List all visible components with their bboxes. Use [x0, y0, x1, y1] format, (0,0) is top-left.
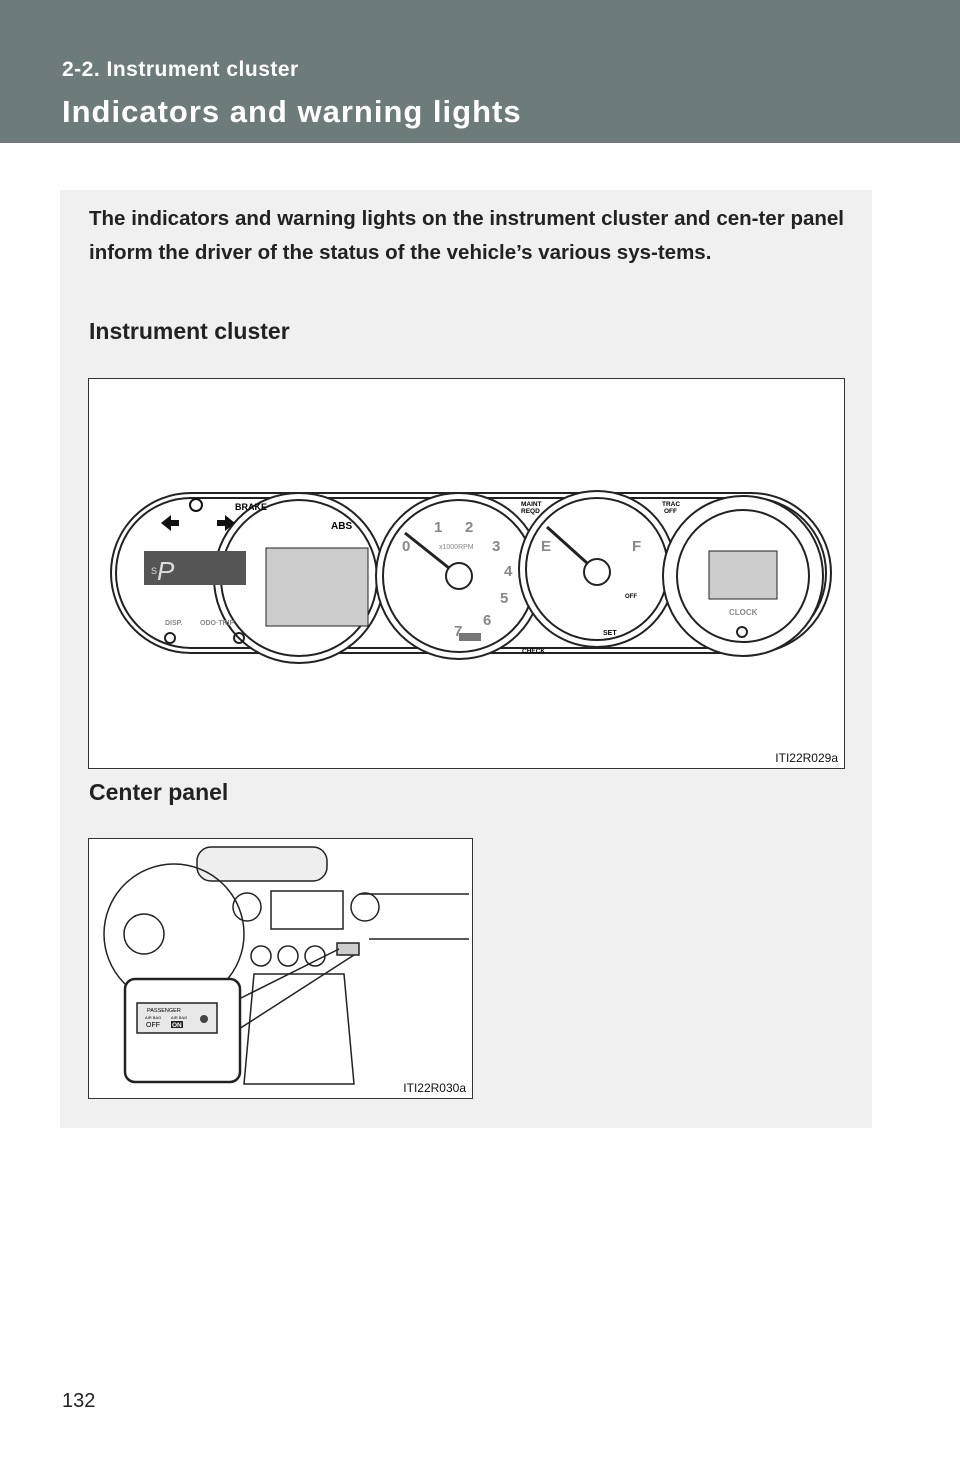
center-panel-illustration: PASSENGER AIR BAG OFF AIR BAG ON: [103, 846, 469, 1085]
instrument-cluster-figure: S P BRAKE ABS DISP. ODO·TRIP x1000RPM 0 …: [88, 378, 845, 769]
disp-button[interactable]: [164, 632, 176, 644]
vsc-off-label: OFF: [625, 594, 637, 600]
airbag-on-indicator: ON: [172, 1022, 182, 1029]
tachometer-hub: [445, 562, 473, 590]
shift-display: [144, 551, 246, 585]
rpm-tick: 0: [402, 538, 410, 555]
rpm-unit: x1000RPM: [439, 544, 474, 551]
passenger-label: PASSENGER: [147, 1008, 181, 1014]
check-engine-label: CHECK: [522, 648, 545, 655]
rpm-tick: 6: [483, 612, 491, 629]
airbag-off-caption: AIR BAG: [145, 1015, 161, 1020]
rpm-tick: 2: [465, 519, 473, 536]
section-label: 2-2. Instrument cluster: [62, 58, 299, 81]
brake-warning-label: BRAKE: [235, 502, 267, 512]
turn-left-icon: [161, 515, 179, 531]
maint-reqd-label: MAINT: [521, 501, 542, 508]
clock-button[interactable]: [736, 626, 748, 638]
fuel-full-mark: F: [632, 538, 641, 555]
instrument-cluster-heading: Instrument cluster: [89, 318, 290, 344]
maint-reqd-label-2: REQD: [521, 508, 540, 515]
odo-trip-button[interactable]: [233, 632, 245, 644]
clock-label: CLOCK: [729, 608, 758, 617]
rpm-tick: 3: [492, 538, 500, 555]
page-title: Indicators and warning lights: [62, 94, 522, 129]
rpm-tick: 5: [500, 590, 508, 607]
redline-zone: [459, 633, 481, 641]
center-display: [265, 547, 369, 627]
shift-position: P: [157, 556, 175, 586]
rpm-tick: 4: [504, 563, 513, 580]
intro-text: The indicators and warning lights on the…: [89, 207, 844, 264]
airbag-off-indicator: OFF: [146, 1022, 160, 1029]
fuel-gauge-hub: [583, 558, 611, 586]
rpm-tick: 7: [454, 623, 462, 640]
chapter-header: 2-2. Instrument cluster Indicators and w…: [0, 0, 960, 143]
seatbelt-reminder-icon: [200, 1015, 208, 1023]
figure-code: ITI22R030a: [403, 1081, 466, 1095]
cruise-set-label: SET: [603, 630, 617, 637]
trac-off-label-2: OFF: [664, 508, 677, 515]
page-number: 132: [62, 1390, 96, 1412]
rpm-tick: 1: [434, 519, 442, 536]
shift-mode-label: S: [151, 566, 157, 576]
clock-display: [708, 550, 778, 600]
fuel-empty-mark: E: [541, 538, 551, 555]
airbag-on-caption: AIR BAG: [171, 1015, 187, 1020]
abs-warning-label: ABS: [331, 521, 352, 532]
power-steering-warning-icon: [189, 498, 203, 512]
cluster-illustration: S P BRAKE ABS DISP. ODO·TRIP x1000RPM 0 …: [110, 490, 832, 664]
trac-off-label: TRAC: [662, 501, 680, 508]
turn-right-icon: [217, 515, 235, 531]
disp-label: DISP.: [165, 620, 182, 627]
center-panel-figure: PASSENGER AIR BAG OFF AIR BAG ON ITI22R0…: [88, 838, 473, 1099]
odo-trip-label: ODO·TRIP: [200, 620, 235, 627]
center-panel-heading: Center panel: [89, 779, 229, 805]
figure-code: ITI22R029a: [775, 751, 838, 765]
